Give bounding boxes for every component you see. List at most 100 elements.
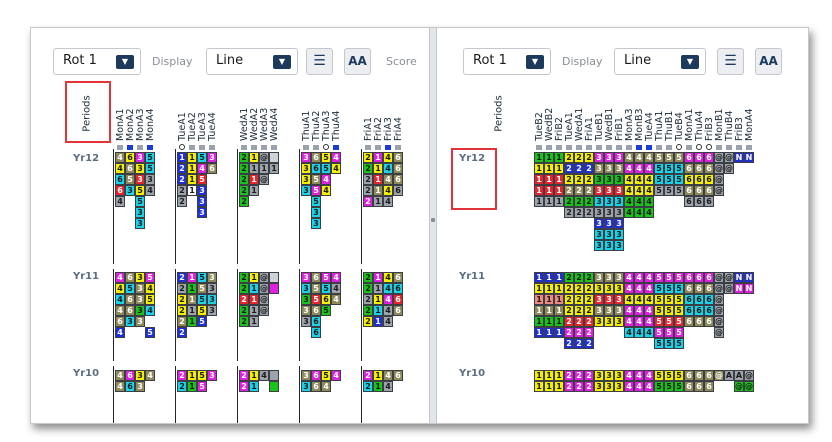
timetable-cell[interactable]: 3: [604, 283, 614, 294]
timetable-cell[interactable]: 5: [664, 174, 674, 185]
timetable-cell[interactable]: 5: [654, 294, 664, 305]
timetable-cell[interactable]: 1: [554, 381, 564, 392]
timetable-cell[interactable]: 5: [664, 327, 674, 338]
timetable-cell[interactable]: 3: [207, 152, 217, 163]
timetable-cell[interactable]: 3: [604, 381, 614, 392]
timetable-cell[interactable]: @: [714, 327, 724, 338]
timetable-cell[interactable]: 2: [239, 196, 249, 207]
timetable-cell[interactable]: 5: [311, 174, 321, 185]
timetable-cell[interactable]: 3: [604, 370, 614, 381]
timetable-cell[interactable]: 4: [383, 370, 393, 381]
timetable-cell[interactable]: 3: [135, 218, 145, 229]
timetable-cell[interactable]: 1: [249, 283, 259, 294]
timetable-cell[interactable]: 4: [145, 370, 155, 381]
timetable-cell[interactable]: 5: [664, 163, 674, 174]
timetable-cell[interactable]: 5: [654, 338, 664, 349]
timetable-cell[interactable]: 6: [393, 185, 403, 196]
timetable-cell[interactable]: 2: [239, 294, 249, 305]
timetable-cell[interactable]: 4: [624, 305, 634, 316]
timetable-cell[interactable]: 6: [684, 294, 694, 305]
timetable-cell[interactable]: 1: [554, 316, 564, 327]
timetable-cell[interactable]: 2: [584, 381, 594, 392]
timetable-cell[interactable]: 5: [311, 294, 321, 305]
timetable-cell[interactable]: 6: [311, 152, 321, 163]
timetable-cell[interactable]: 5: [654, 185, 664, 196]
timetable-cell[interactable]: 3: [614, 294, 624, 305]
timetable-cell[interactable]: 5: [197, 152, 207, 163]
timetable-cell[interactable]: 6: [684, 163, 694, 174]
timetable-cell[interactable]: 6: [694, 163, 704, 174]
timetable-cell[interactable]: 2: [574, 185, 584, 196]
timetable-cell[interactable]: 3: [135, 207, 145, 218]
timetable-cell[interactable]: 1: [554, 163, 564, 174]
timetable-cell[interactable]: 3: [614, 240, 624, 251]
timetable-cell[interactable]: @: [714, 294, 724, 305]
timetable-cell[interactable]: 3: [614, 305, 624, 316]
timetable-cell[interactable]: 3: [207, 283, 217, 294]
timetable-cell[interactable]: 6: [125, 294, 135, 305]
timetable-cell[interactable]: A: [734, 370, 744, 381]
timetable-cell[interactable]: 2: [574, 381, 584, 392]
timetable-cell[interactable]: 2: [574, 174, 584, 185]
timetable-cell[interactable]: 4: [624, 152, 634, 163]
timetable-cell[interactable]: 5: [197, 305, 207, 316]
timetable-cell[interactable]: 4: [115, 305, 125, 316]
timetable-cell[interactable]: @: [259, 174, 269, 185]
timetable-cell[interactable]: 2: [564, 370, 574, 381]
timetable-cell[interactable]: 4: [115, 272, 125, 283]
timetable-cell[interactable]: 6: [684, 272, 694, 283]
timetable-cell[interactable]: 5: [674, 174, 684, 185]
timetable-cell[interactable]: 2: [239, 185, 249, 196]
timetable-cell[interactable]: 1: [534, 163, 544, 174]
timetable-cell[interactable]: 4: [634, 185, 644, 196]
timetable-cell[interactable]: 4: [634, 272, 644, 283]
timetable-cell[interactable]: 4: [634, 381, 644, 392]
timetable-cell[interactable]: 4: [644, 294, 654, 305]
timetable-cell[interactable]: 4: [634, 196, 644, 207]
timetable-cell[interactable]: 3: [594, 229, 604, 240]
timetable-cell[interactable]: 4: [634, 152, 644, 163]
timetable-cell[interactable]: 4: [331, 370, 341, 381]
timetable-cell[interactable]: 1: [373, 316, 383, 327]
font-size-button[interactable]: AA: [755, 48, 782, 75]
timetable-cell[interactable]: 4: [115, 381, 125, 392]
timetable-cell[interactable]: 3: [207, 294, 217, 305]
timetable-cell[interactable]: 6: [311, 316, 321, 327]
timetable-cell[interactable]: 4: [644, 174, 654, 185]
timetable-cell[interactable]: 6: [694, 381, 704, 392]
timetable-cell[interactable]: 1: [534, 272, 544, 283]
timetable-cell[interactable]: 5: [664, 338, 674, 349]
timetable-cell[interactable]: 2: [564, 327, 574, 338]
timetable-cell[interactable]: 4: [634, 305, 644, 316]
timetable-cell[interactable]: 2: [239, 370, 249, 381]
timetable-cell[interactable]: 5: [321, 272, 331, 283]
timetable-cell[interactable]: 4: [383, 152, 393, 163]
timetable-cell[interactable]: 2: [177, 370, 187, 381]
timetable-cell[interactable]: 3: [614, 283, 624, 294]
timetable-cell[interactable]: 1: [554, 370, 564, 381]
timetable-cell[interactable]: 4: [383, 272, 393, 283]
timetable-cell[interactable]: 3: [594, 240, 604, 251]
timetable-cell[interactable]: 6: [684, 152, 694, 163]
timetable-cell[interactable]: 6: [684, 174, 694, 185]
timetable-cell[interactable]: 3: [207, 370, 217, 381]
timetable-cell[interactable]: 6: [704, 163, 714, 174]
timetable-cell[interactable]: 1: [373, 185, 383, 196]
timetable-cell[interactable]: 5: [654, 174, 664, 185]
timetable-cell[interactable]: 3: [197, 185, 207, 196]
timetable-cell[interactable]: 4: [644, 370, 654, 381]
timetable-cell[interactable]: 5: [674, 316, 684, 327]
timetable-cell[interactable]: 1: [177, 152, 187, 163]
timetable-cell[interactable]: 6: [393, 370, 403, 381]
timetable-cell[interactable]: 2: [564, 196, 574, 207]
timetable-cell[interactable]: 5: [135, 196, 145, 207]
timetable-cell[interactable]: 5: [311, 185, 321, 196]
timetable-cell[interactable]: @: [744, 370, 754, 381]
timetable-cell[interactable]: 5: [654, 272, 664, 283]
timetable-cell[interactable]: @: [724, 272, 734, 283]
timetable-cell[interactable]: 5: [664, 185, 674, 196]
timetable-cell[interactable]: 5: [197, 174, 207, 185]
timetable-cell[interactable]: 6: [684, 370, 694, 381]
timetable-cell[interactable]: 1: [554, 305, 564, 316]
timetable-cell[interactable]: 2: [363, 174, 373, 185]
